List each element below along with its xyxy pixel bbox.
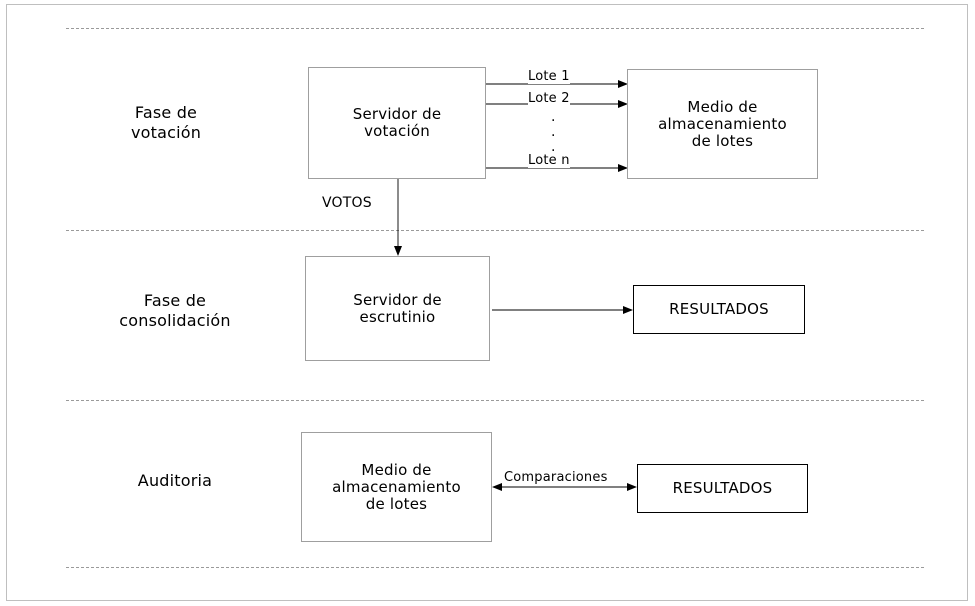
resultados-auditoria-box: RESULTADOS bbox=[637, 464, 808, 513]
box-text-line: Servidor de bbox=[353, 290, 442, 309]
box-text-line: almacenamiento bbox=[658, 114, 787, 133]
box-text-line: Servidor de bbox=[352, 105, 442, 123]
box-text-line: Medio de bbox=[687, 97, 758, 116]
box-text-line: Medio de bbox=[361, 460, 432, 479]
section-divider bbox=[66, 567, 924, 568]
phase-votacion-line: Fase de bbox=[134, 103, 198, 122]
lote-ellipsis-dot: . bbox=[551, 124, 556, 140]
medio-almacenamiento-top-box: Medio de almacenamiento de lotes bbox=[627, 69, 818, 179]
box-text-line: almacenamiento bbox=[332, 477, 461, 496]
phase-auditoria-label: Auditoria bbox=[115, 471, 235, 491]
resultados-consolidacion-box: RESULTADOS bbox=[633, 285, 805, 334]
phase-auditoria-line: Auditoria bbox=[137, 471, 213, 490]
lote-n-label: Lote n bbox=[528, 153, 570, 168]
section-divider bbox=[66, 400, 924, 401]
box-text-line: RESULTADOS bbox=[669, 300, 769, 318]
votos-label: VOTOS bbox=[322, 195, 372, 211]
box-text-line: de lotes bbox=[691, 131, 754, 150]
lote-1-label: Lote 1 bbox=[528, 69, 570, 84]
phase-consolidacion-line: Fase de bbox=[143, 291, 207, 310]
section-divider bbox=[66, 28, 924, 29]
diagram-frame bbox=[6, 4, 968, 601]
lote-ellipsis-dot: . bbox=[551, 109, 556, 125]
box-text-line: votación bbox=[364, 122, 430, 140]
servidor-escrutinio-box: Servidor de escrutinio bbox=[305, 256, 490, 361]
servidor-votacion-box: Servidor de votación bbox=[308, 67, 486, 179]
comparaciones-label: Comparaciones bbox=[504, 470, 608, 485]
lote-ellipsis-dot: . bbox=[551, 139, 556, 155]
phase-votacion-line: votación bbox=[130, 123, 202, 142]
box-text-line: de lotes bbox=[365, 494, 428, 513]
box-text-line: RESULTADOS bbox=[672, 479, 773, 497]
section-divider bbox=[66, 230, 924, 231]
medio-almacenamiento-bottom-box: Medio de almacenamiento de lotes bbox=[301, 432, 492, 542]
box-text-line: escrutinio bbox=[359, 307, 436, 326]
phase-consolidacion-line: consolidación bbox=[119, 311, 231, 330]
lote-2-label: Lote 2 bbox=[528, 91, 570, 106]
phase-consolidacion-label: Fase de consolidación bbox=[98, 291, 252, 331]
phase-votacion-label: Fase de votación bbox=[104, 103, 228, 143]
